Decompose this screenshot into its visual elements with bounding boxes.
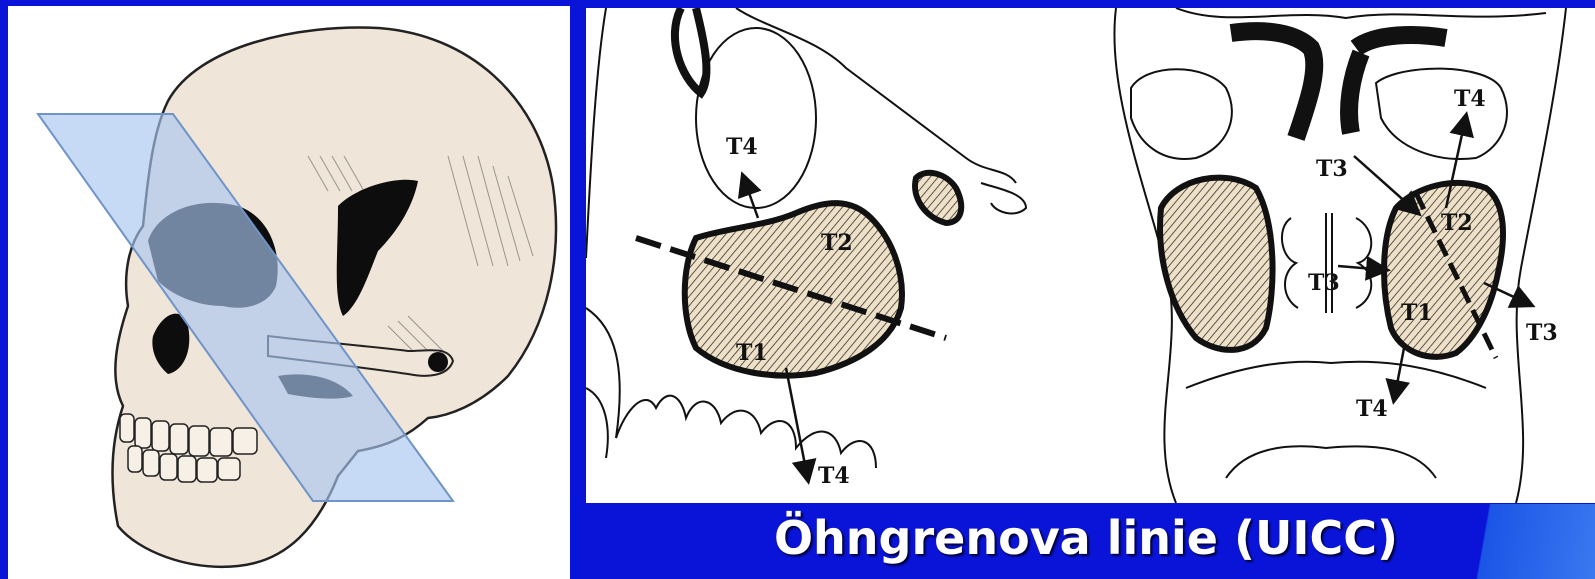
skull-illustration-panel (8, 6, 570, 579)
coronal-label-t4-bottom: T4 (1356, 396, 1388, 422)
sagittal-label-t1: T1 (736, 340, 768, 366)
coronal-view (1114, 8, 1566, 503)
skull-ear-canal (428, 352, 448, 372)
sagittal-label-t4-bottom: T4 (818, 463, 850, 489)
sagittal-view (586, 8, 1026, 480)
skull-illustration (8, 6, 570, 579)
tumor-staging-diagram: T4 T2 T1 T4 (586, 8, 1595, 503)
sagittal-label-t2: T2 (821, 230, 853, 256)
coronal-label-t4-top: T4 (1454, 86, 1486, 112)
coronal-label-t1: T1 (1401, 300, 1433, 326)
coronal-right-sinus-tumor (1384, 183, 1503, 357)
slide-title: Öhngrenova linie (UICC) (586, 503, 1586, 573)
tumor-staging-diagram-panel: T4 T2 T1 T4 (586, 8, 1595, 503)
coronal-label-t3-right: T3 (1526, 320, 1558, 346)
coronal-label-t3-upper: T3 (1316, 156, 1348, 182)
coronal-label-t2: T2 (1441, 210, 1473, 236)
coronal-label-t3-middle: T3 (1308, 270, 1340, 296)
coronal-left-sinus (1160, 178, 1273, 350)
sagittal-label-t4-top: T4 (726, 134, 758, 160)
